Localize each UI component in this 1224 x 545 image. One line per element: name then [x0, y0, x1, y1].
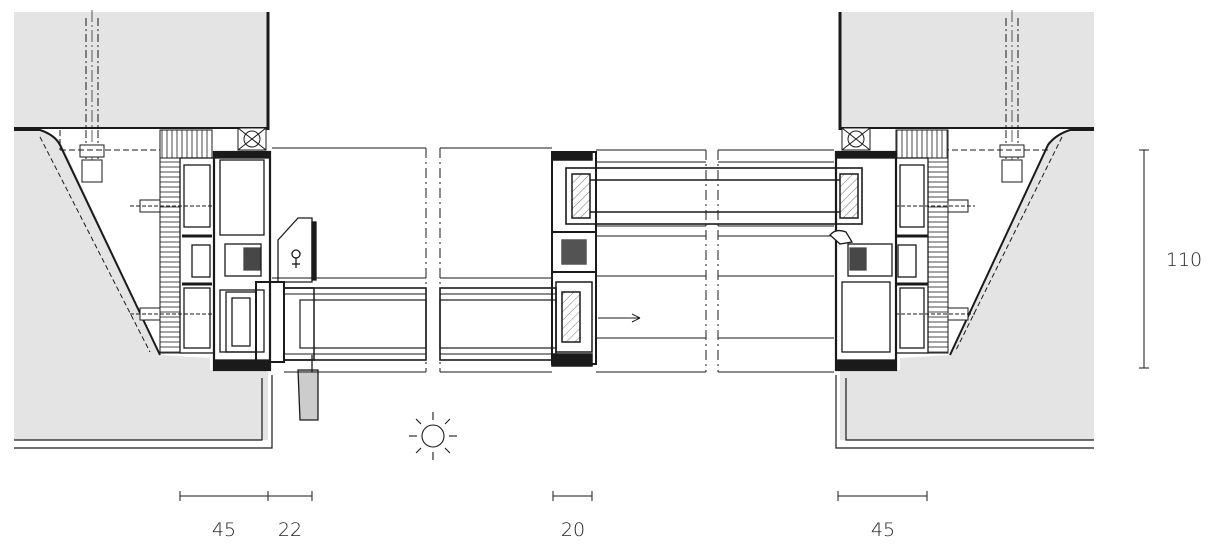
right-wall — [835, 10, 1094, 449]
left-wall — [14, 10, 273, 449]
dimension-label-vertical: 110 — [1166, 249, 1202, 271]
dimension-label-right: 45 — [871, 519, 895, 541]
dimension-label-left-b: 22 — [278, 519, 302, 541]
left-frame-profile — [179, 150, 272, 372]
dimension-label-center: 20 — [561, 519, 585, 541]
dimension-label-left-a: 45 — [212, 519, 236, 541]
sun-icon — [409, 412, 457, 460]
break-lines — [425, 148, 719, 372]
dimension-lines — [179, 149, 1149, 501]
sliding-direction-arrow-icon — [598, 313, 641, 323]
center-meeting-stile — [551, 151, 863, 367]
right-frame-profile — [829, 150, 929, 372]
key-lock-icon — [277, 217, 319, 421]
